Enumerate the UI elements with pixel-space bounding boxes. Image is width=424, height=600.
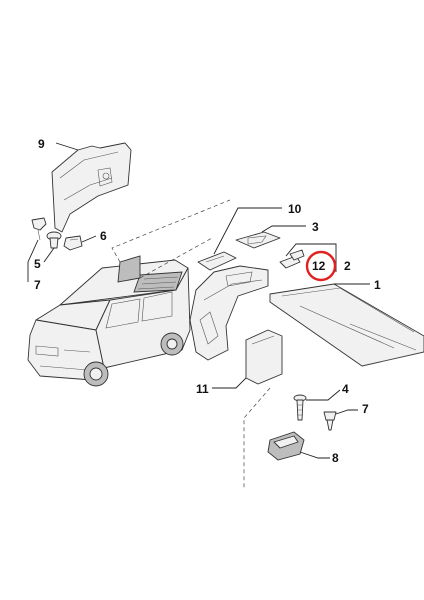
leader-9 [55, 142, 79, 151]
leader-11 [212, 377, 247, 389]
callout-4: 4 [342, 382, 349, 396]
callout-5: 5 [34, 257, 41, 271]
callout-12: 12 [312, 259, 326, 273]
callout-11: 11 [196, 382, 209, 396]
leader-12 [285, 243, 337, 272]
leader-7-left [27, 239, 39, 282]
leader-3 [261, 225, 306, 233]
leader-10 [213, 207, 282, 255]
callout-7-left: 7 [34, 278, 41, 292]
leader-7-right [335, 409, 358, 415]
leader-5 [43, 247, 55, 263]
callout-2: 2 [344, 259, 351, 273]
leader-4 [306, 389, 341, 401]
callout-3: 3 [312, 220, 319, 234]
part-9-pillar-trim [51, 142, 132, 233]
vehicle-illustration [27, 255, 191, 387]
part-7-clip-left [31, 217, 47, 241]
part-1-load-floor [269, 283, 424, 367]
side-trim-panel [189, 265, 269, 361]
callout-9: 9 [38, 137, 45, 151]
part-4-screw [293, 394, 307, 421]
zoom-line-lower [243, 387, 271, 488]
part-3-panel [235, 231, 281, 249]
part-10-cover [197, 251, 237, 271]
callout-10: 10 [288, 202, 302, 216]
part-11-side-cover [245, 329, 283, 385]
part-7-clip-right [323, 411, 337, 431]
part-5-fastener [46, 231, 62, 249]
callout-6: 6 [100, 229, 107, 243]
part-8-plug [267, 431, 305, 461]
part-6-clip [63, 235, 83, 251]
zoom-line-top [111, 199, 231, 263]
callout-1: 1 [374, 278, 381, 292]
leader-6 [81, 235, 97, 243]
callout-7-right: 7 [362, 402, 369, 416]
callout-8: 8 [332, 451, 339, 465]
leader-8 [299, 451, 330, 459]
part-12-bracket [279, 249, 305, 269]
highlight-circle [305, 250, 337, 282]
